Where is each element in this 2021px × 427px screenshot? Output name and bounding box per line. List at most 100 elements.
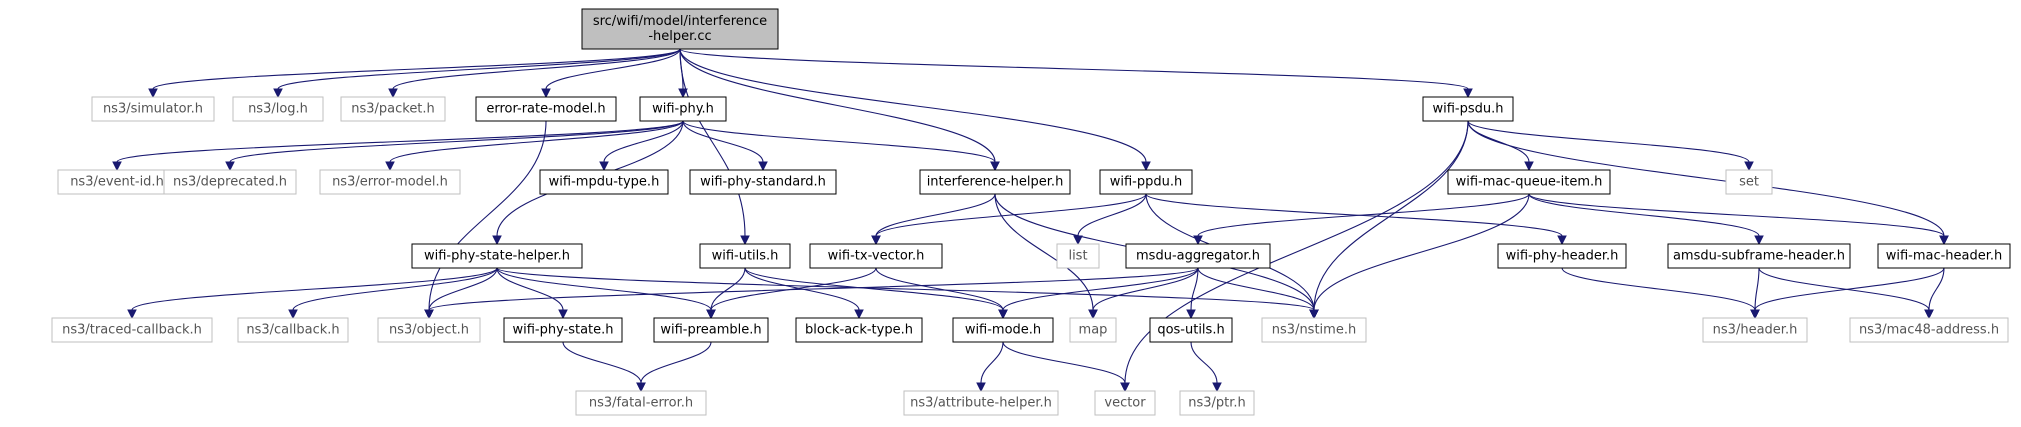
node-label: map <box>1079 323 1108 338</box>
node-mode[interactable]: wifi-mode.h <box>952 317 1054 343</box>
node-box <box>575 390 707 416</box>
edge-psh-to-callback <box>288 267 498 320</box>
node-box <box>1094 390 1156 416</box>
edge-preamble-to-fatal <box>636 341 712 393</box>
node-phyhdr[interactable]: wifi-phy-header.h <box>1497 243 1627 269</box>
node-label: src/wifi/model/interference <box>593 14 767 29</box>
edge-mode-to-vector <box>1002 341 1130 393</box>
edge-line <box>277 48 681 90</box>
node-eventid: ns3/event-id.h <box>57 169 177 195</box>
edge-line <box>1561 267 1756 311</box>
node-box <box>1702 317 1808 343</box>
edge-line <box>1467 120 1530 163</box>
edge-arrowhead <box>1186 309 1196 320</box>
node-box <box>1125 243 1271 269</box>
node-box <box>411 243 583 269</box>
edge-mode-to-attr <box>976 341 1004 393</box>
edge-line <box>1124 120 1469 384</box>
node-ppdu[interactable]: wifi-ppdu.h <box>1099 169 1193 195</box>
node-mpdutype[interactable]: wifi-mpdu-type.h <box>539 169 669 195</box>
node-label: wifi-phy.h <box>652 102 714 117</box>
node-box <box>689 169 837 195</box>
edge-line <box>1092 267 1199 311</box>
edge-macqi-to-msdu <box>1193 193 1530 246</box>
edge-line <box>1145 193 1563 237</box>
node-label: list <box>1068 249 1087 264</box>
edge-arrowhead <box>1754 235 1764 246</box>
node-macqi[interactable]: wifi-mac-queue-item.h <box>1447 169 1611 195</box>
edge-root-to-ppdu <box>679 48 1151 172</box>
edge-line <box>1197 267 1315 311</box>
node-box <box>1667 243 1851 269</box>
edge-line <box>389 120 684 163</box>
node-phystd[interactable]: wifi-phy-standard.h <box>689 169 837 195</box>
edge-arrowhead <box>1750 309 1760 320</box>
edge-line <box>682 120 996 163</box>
node-box <box>1497 243 1627 269</box>
edge-root-to-simulator <box>148 48 681 99</box>
edge-arrowhead <box>678 88 688 99</box>
edge-arrowhead <box>706 309 716 320</box>
node-msdu[interactable]: msdu-aggregator.h <box>1125 243 1271 269</box>
node-fatal: ns3/fatal-error.h <box>575 390 707 416</box>
edge-arrowhead <box>273 88 283 99</box>
node-box <box>1149 317 1233 343</box>
edge-line <box>1754 267 1760 311</box>
edge-arrowhead <box>288 309 298 320</box>
edge-line <box>994 193 1094 311</box>
node-root[interactable]: src/wifi/model/interference-helper.cc <box>581 8 779 50</box>
node-box <box>1877 243 2011 269</box>
edge-wifiphy-to-deprecated <box>225 120 684 172</box>
node-label: wifi-psdu.h <box>1432 102 1503 117</box>
edge-line <box>292 267 498 311</box>
edge-physt-to-fatal <box>562 341 646 393</box>
node-box <box>319 169 461 195</box>
edge-arrowhead <box>1212 382 1222 393</box>
edge-line <box>710 267 877 311</box>
node-ihelper[interactable]: interference-helper.h <box>919 169 1071 195</box>
edge-root-to-ihelper <box>679 48 1000 172</box>
edge-wifipsdu-to-set <box>1467 120 1754 172</box>
node-wifipsdu[interactable]: wifi-psdu.h <box>1422 96 1514 122</box>
edge-machdr-to-header <box>1750 267 1945 320</box>
edge-wifipsdu-to-macqi <box>1467 120 1534 172</box>
edge-line <box>679 48 996 163</box>
edge-msdu-to-mode <box>998 267 1199 320</box>
node-label: wifi-phy-header.h <box>1506 249 1619 264</box>
edge-phyhdr-to-header <box>1561 267 1760 320</box>
edge-line <box>679 48 1147 163</box>
edge-arrowhead <box>148 88 158 99</box>
edge-line <box>603 120 684 163</box>
edge-line <box>545 48 681 90</box>
edge-line <box>1190 267 1199 311</box>
node-txvec[interactable]: wifi-tx-vector.h <box>809 243 943 269</box>
node-box <box>57 169 177 195</box>
node-box <box>232 96 324 122</box>
node-packet: ns3/packet.h <box>340 96 446 122</box>
node-ackt[interactable]: block-ack-type.h <box>795 317 923 343</box>
node-psh[interactable]: wifi-phy-state-helper.h <box>411 243 583 269</box>
edge-arrowhead <box>424 309 434 320</box>
node-wifiphy[interactable]: wifi-phy.h <box>639 96 727 122</box>
edge-line <box>496 267 1315 311</box>
node-box <box>1422 96 1514 122</box>
nodes-layer: src/wifi/model/interference-helper.cc ns3… <box>51 8 2011 416</box>
edge-arrowhead <box>127 309 137 320</box>
node-errrate[interactable]: error-rate-model.h <box>475 96 617 122</box>
node-box <box>1849 317 2009 343</box>
edge-root-to-packet <box>388 48 681 99</box>
edges-layer <box>112 48 1949 393</box>
edge-arrowhead <box>1463 88 1473 99</box>
node-utils[interactable]: wifi-utils.h <box>699 243 791 269</box>
edge-line <box>496 267 564 311</box>
edge-msdu-to-map <box>1088 267 1199 320</box>
node-qos[interactable]: qos-utils.h <box>1149 317 1233 343</box>
node-label: qos-utils.h <box>1157 323 1224 338</box>
node-nstime: ns3/nstime.h <box>1261 317 1367 343</box>
node-label: wifi-mac-header.h <box>1886 249 2003 264</box>
node-amsdu[interactable]: amsdu-subframe-header.h <box>1667 243 1851 269</box>
node-machdr[interactable]: wifi-mac-header.h <box>1877 243 2011 269</box>
node-preamble[interactable]: wifi-preamble.h <box>653 317 769 343</box>
node-physt[interactable]: wifi-phy-state.h <box>503 317 623 343</box>
edge-ppdu-to-txvec <box>871 193 1147 246</box>
